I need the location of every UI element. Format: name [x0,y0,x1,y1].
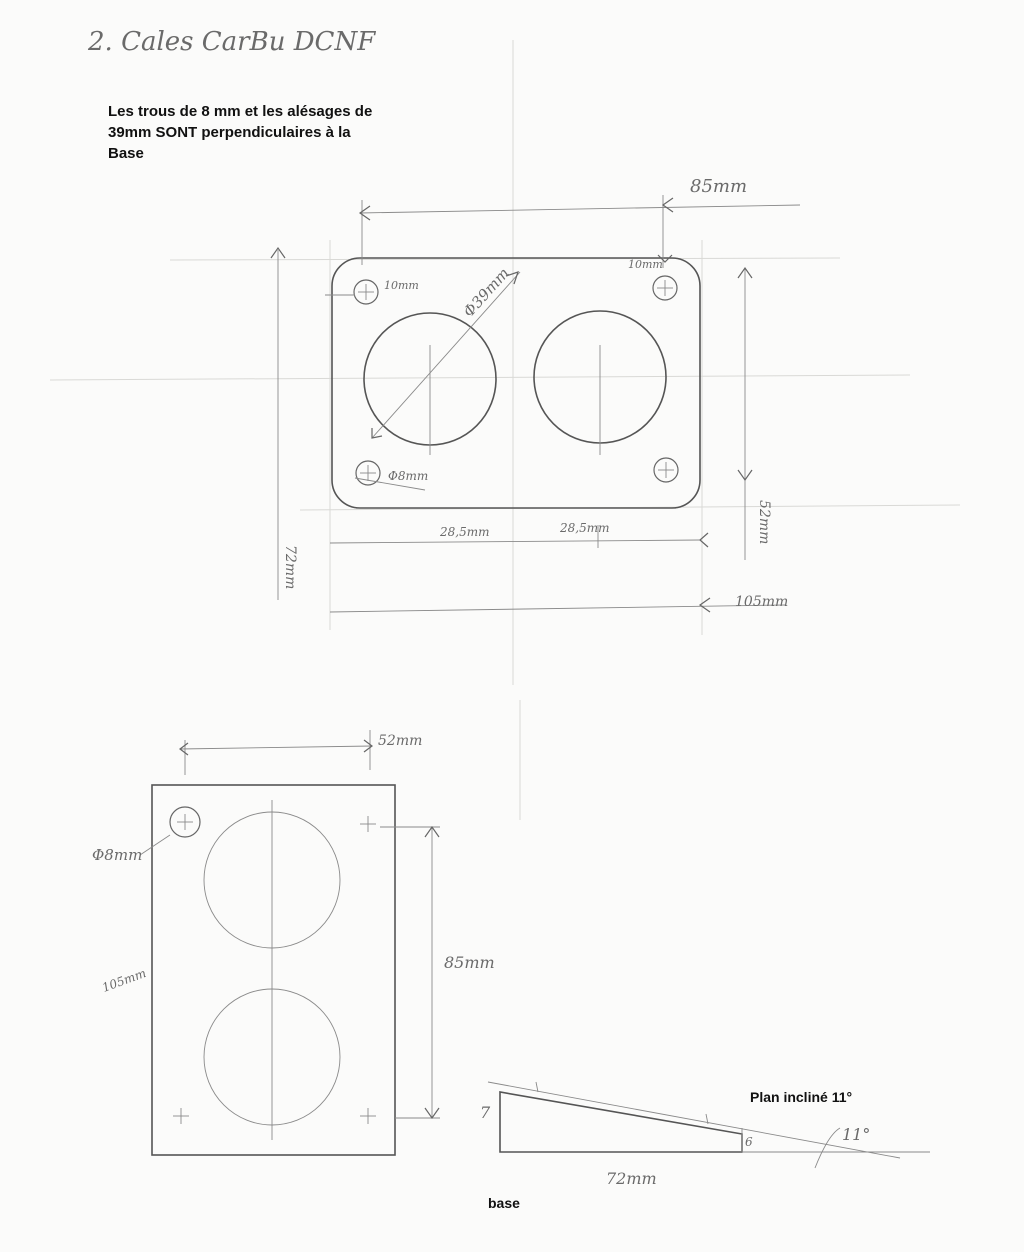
dim-height-right: 52mm [756,500,772,544]
wedge-caption-base: base [488,1195,520,1211]
construction-guides [49,40,961,820]
dim-height-left: 72mm [282,545,298,589]
wedge-dim-right: 6 [745,1135,753,1149]
wedge-view: Plan incliné 11° 7 6 72mm 11° base [480,1081,930,1211]
plate-dim-length: 85mm [444,953,495,972]
dim-bore-diameter: Φ39mm [460,264,513,321]
plate-hole-circle [169,806,201,838]
wedge-angle: 11° [842,1125,870,1144]
plate-dim-hole: Φ8mm [92,846,142,864]
hole-bottom-left [355,460,381,486]
instruction-note-text: Les trous de 8 mm et les alésages de 39m… [108,103,373,162]
plate-outline [331,257,701,509]
plate-view: 52mm Φ8mm 105mm 85mm [92,730,495,1156]
plate-dim-top: 52mm [378,733,422,749]
dim-small-hole: Φ8mm [388,469,428,483]
wedge-dim-length: 72mm [606,1169,657,1188]
wedge-label: Plan incliné 11° [750,1089,852,1105]
dim-half-right: 28,5mm [559,521,609,535]
wedge-dim-left: 7 [480,1103,491,1122]
plate-dim-side: 105mm [100,966,148,995]
dim-hole-offset-right: 10mm [628,258,663,271]
dim-half-left: 28,5mm [439,525,489,539]
dim-total-105: 105mm [735,594,788,610]
hole-bottom-right [653,457,679,483]
hole-top-left [353,279,379,305]
dim-width-85: 85mm [690,176,747,197]
handwritten-header: 2. Cales CarBu DCNF [87,27,376,57]
plate-rectangle [151,784,396,1156]
top-view: 85mm 10mm 10mm Φ39mm Φ8mm 28,5mm 28,5mm … [270,176,801,613]
instruction-note: Les trous de 8 mm et les alésages de 39m… [108,101,388,164]
hole-top-right [652,275,678,301]
dim-hole-offset-left: 10mm [384,279,419,292]
